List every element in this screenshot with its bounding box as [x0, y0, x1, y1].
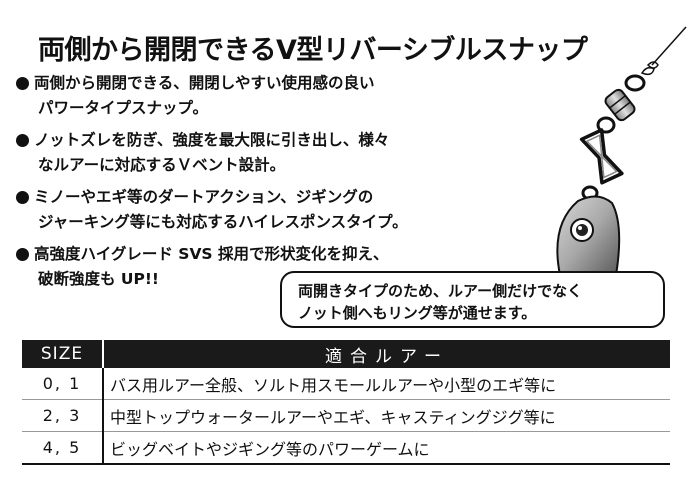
size-cell: 2, 3: [22, 399, 104, 432]
bullet-icon: [16, 191, 29, 204]
feature-text: ノットズレを防ぎ、強度を最大限に引き出し、様々: [34, 131, 390, 149]
callout-text: 両開きタイプのため、ルアー側だけでなく: [298, 282, 583, 300]
feature-text: なルアーに対応するＶベント設計。: [38, 156, 286, 174]
feature-list: 両側から開閉できる、開閉しやすい使用感の良い パワータイプスナップ。 ノットズレ…: [14, 71, 484, 299]
callout-text: ノット側へもリング等が通せます。: [298, 304, 537, 322]
size-cell: 4, 5: [22, 431, 104, 465]
feature-text: 高強度ハイグレード SVS 採用で形状変化を抑え、: [34, 245, 389, 263]
feature-text: ジャーキング等にも対応するハイレスポンスタイプ。: [38, 213, 408, 231]
size-column-header: SIZE: [22, 340, 104, 368]
feature-text: 破断強度も UP!!: [38, 270, 159, 288]
table-row: 2, 3 中型トップウォータールアーやエギ、キャスティングジグ等に: [22, 399, 670, 432]
snap-swivel-lure-icon: [556, 26, 687, 275]
feature-item: 高強度ハイグレード SVS 採用で形状変化を抑え、 破断強度も UP!!: [14, 242, 484, 292]
size-table: SIZE 適合ルアー 0, 1 バス用ルアー全般、ソルト用スモールルアーや小型の…: [22, 340, 670, 465]
feature-text: パワータイプスナップ。: [38, 99, 209, 117]
bullet-icon: [16, 77, 29, 90]
lure-cell: ビッグベイトやジギング等のパワーゲームに: [103, 431, 670, 465]
feature-text: ミノーやエギ等のダートアクション、ジギングの: [34, 188, 374, 206]
bullet-icon: [16, 248, 29, 261]
feature-item: 両側から開閉できる、開閉しやすい使用感の良い パワータイプスナップ。: [14, 71, 484, 121]
table-row: 0, 1 バス用ルアー全般、ソルト用スモールルアーや小型のエギ等に: [22, 368, 670, 400]
feature-item: ノットズレを防ぎ、強度を最大限に引き出し、様々 なルアーに対応するＶベント設計。: [14, 128, 484, 178]
lure-cell: 中型トップウォータールアーやエギ、キャスティングジグ等に: [103, 399, 670, 432]
table-row: 4, 5 ビッグベイトやジギング等のパワーゲームに: [22, 431, 670, 465]
feature-text: 両側から開閉できる、開閉しやすい使用感の良い: [34, 74, 375, 92]
bullet-icon: [16, 134, 29, 147]
page-title: 両側から開閉できるV型リバーシブルスナップ: [38, 35, 588, 66]
table-header-row: SIZE 適合ルアー: [22, 340, 670, 368]
size-cell: 0, 1: [22, 368, 104, 400]
lure-cell: バス用ルアー全般、ソルト用スモールルアーや小型のエギ等に: [103, 368, 670, 400]
lure-column-header: 適合ルアー: [103, 340, 670, 368]
feature-item: ミノーやエギ等のダートアクション、ジギングの ジャーキング等にも対応するハイレス…: [14, 185, 484, 235]
callout-box: 両開きタイプのため、ルアー側だけでなく ノット側へもリング等が通せます。: [280, 271, 665, 328]
